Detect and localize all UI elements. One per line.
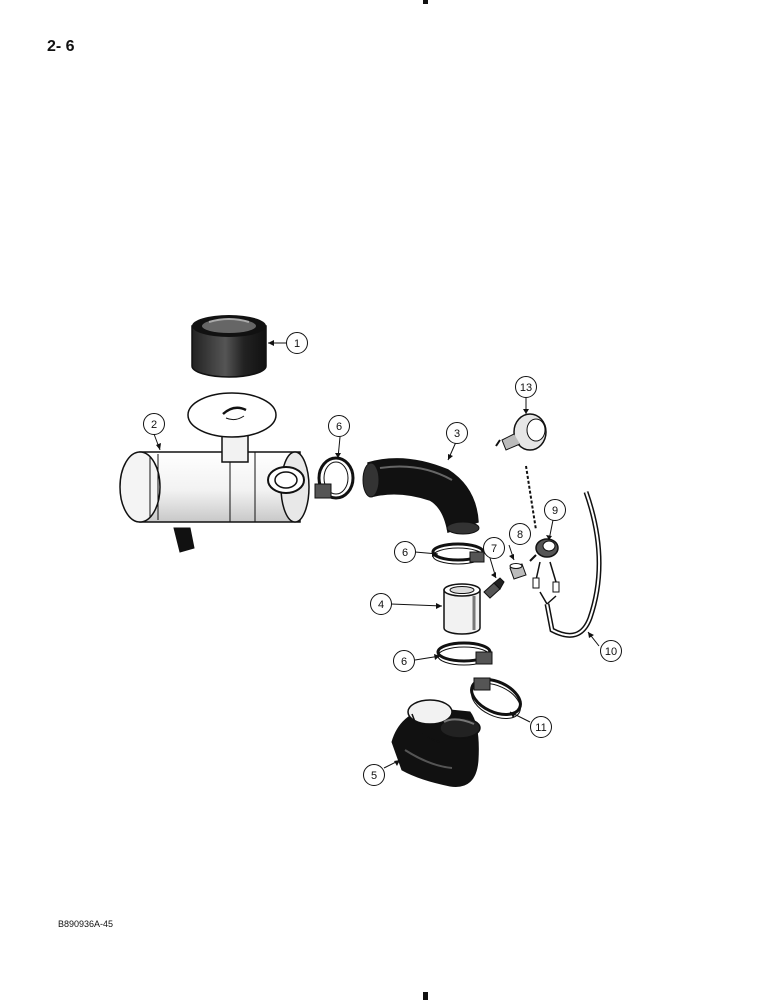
- intake-hose: [362, 458, 480, 535]
- precleaner-cap: [191, 315, 267, 378]
- tube: [443, 583, 481, 635]
- svg-text:6: 6: [401, 656, 407, 668]
- top-registration-mark: [423, 0, 428, 4]
- callout-13: 13: [515, 376, 537, 398]
- svg-text:13: 13: [520, 382, 532, 394]
- figure-code: B890936A-45: [58, 919, 114, 929]
- air-cleaner-housing: [119, 392, 310, 553]
- svg-text:7: 7: [491, 543, 497, 555]
- callout-8: 8: [509, 523, 531, 545]
- bottom-registration-mark: [423, 992, 428, 1000]
- svg-text:4: 4: [378, 599, 384, 611]
- svg-text:11: 11: [535, 722, 546, 734]
- hose-clamp-lower: [436, 641, 493, 666]
- svg-text:5: 5: [371, 770, 377, 782]
- callout-4: 4: [370, 593, 392, 615]
- callout-5: 5: [363, 764, 385, 786]
- svg-text:2: 2: [151, 419, 157, 431]
- callout-3: 3: [446, 422, 468, 444]
- callout-1: 1: [286, 332, 308, 354]
- callout-9: 9: [544, 499, 566, 521]
- elbow-hose: [391, 699, 481, 787]
- leader-arrowheads: [156, 340, 594, 766]
- callout-6-upper: 6: [328, 415, 350, 437]
- svg-text:6: 6: [336, 421, 342, 433]
- svg-text:1: 1: [294, 338, 300, 350]
- svg-text:10: 10: [605, 646, 617, 658]
- svg-text:9: 9: [552, 505, 558, 517]
- hose-clamp-upper: [314, 456, 355, 500]
- wire-harness: [539, 491, 602, 638]
- page-number: 2- 6: [47, 38, 75, 55]
- callout-6-middle: 6: [394, 541, 416, 563]
- svg-text:8: 8: [517, 529, 523, 541]
- callout-10: 10: [600, 640, 622, 662]
- svg-text:3: 3: [454, 428, 460, 440]
- restriction-indicator: [495, 413, 547, 451]
- callout-7: 7: [483, 537, 505, 559]
- hose-clamp-middle: [431, 542, 485, 565]
- callout-11: 11: [530, 716, 552, 738]
- svg-text:6: 6: [402, 547, 408, 559]
- callout-2: 2: [143, 413, 165, 435]
- callout-6-lower: 6: [393, 650, 415, 672]
- fitting: [483, 577, 505, 599]
- adapter: [509, 563, 527, 580]
- hose-clamp-11: [470, 677, 522, 719]
- restriction-switch: [525, 465, 560, 593]
